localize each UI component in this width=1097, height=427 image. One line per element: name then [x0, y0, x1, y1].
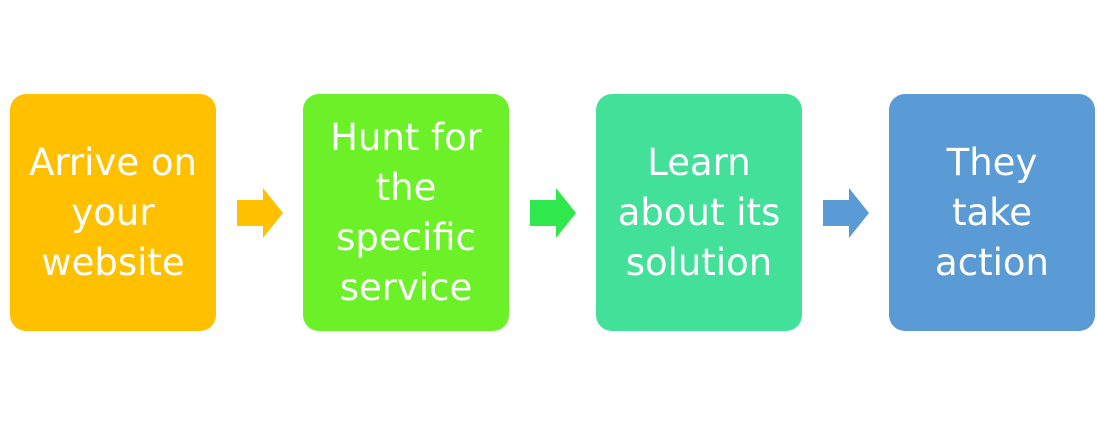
arrow-right-icon — [237, 188, 283, 238]
step-label: Learn about its solution — [617, 140, 781, 284]
step-box-arrive: Arrive on your website — [10, 94, 216, 331]
step-label: They take action — [935, 140, 1049, 284]
arrow-right-icon — [530, 188, 576, 238]
arrow-shape — [530, 188, 576, 238]
step-label: Hunt for the specific service — [330, 115, 482, 309]
step-label: Arrive on your website — [29, 140, 197, 284]
step-box-hunt: Hunt for the specific service — [303, 94, 509, 331]
step-box-action: They take action — [889, 94, 1095, 331]
arrow-right-icon — [823, 188, 869, 238]
arrow-shape — [823, 188, 869, 238]
arrow-shape — [237, 188, 283, 238]
step-box-learn: Learn about its solution — [596, 94, 802, 331]
